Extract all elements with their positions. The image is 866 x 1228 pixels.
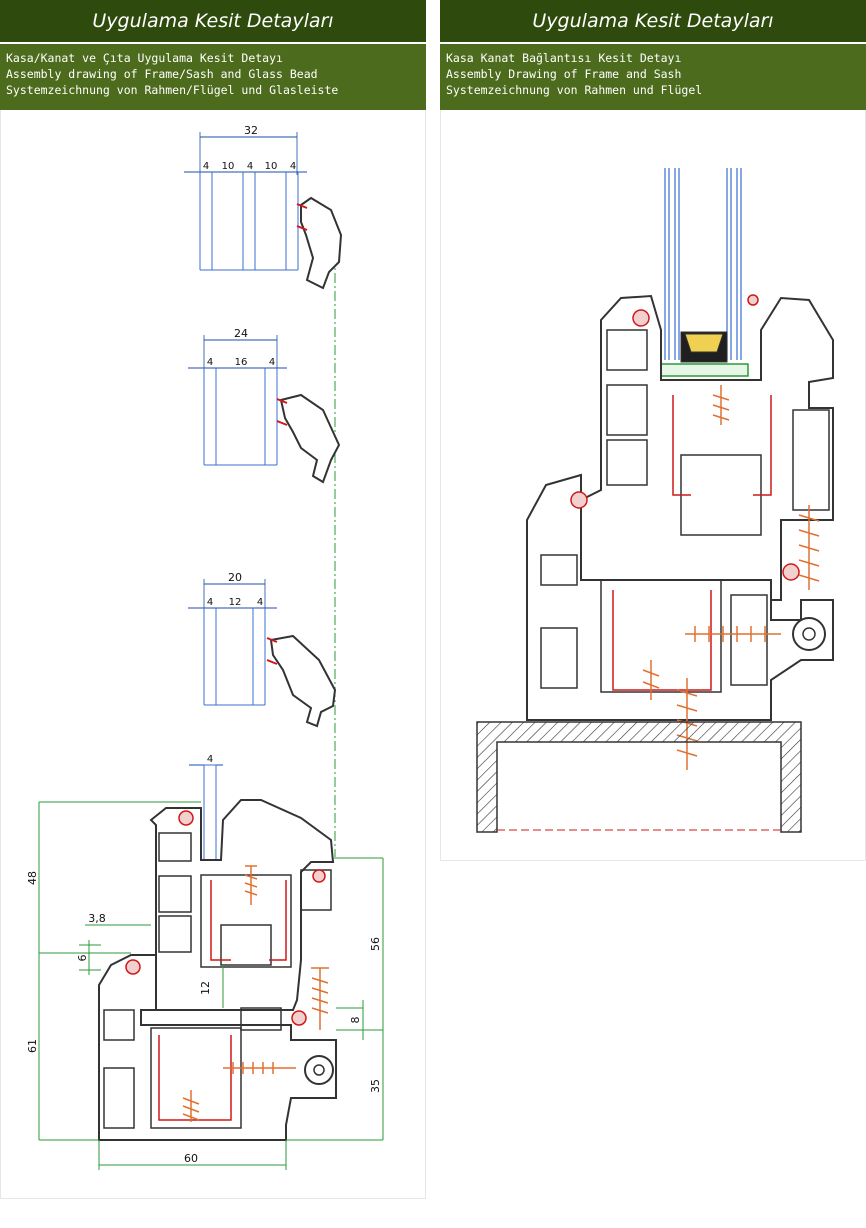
- dim-label-48: 48: [26, 871, 39, 885]
- dim-label-12: 12: [199, 981, 212, 995]
- dim-label-8: 8: [349, 1017, 362, 1024]
- left-subtitle-de: Systemzeichnung von Rahmen/Flügel und Gl…: [6, 83, 339, 97]
- left-subtitle-en: Assembly drawing of Frame/Sash and Glass…: [6, 67, 318, 81]
- right-subtitle-tr: Kasa Kanat Bağlantısı Kesit Detayı: [446, 51, 682, 65]
- glass-bead-profile-1: [300, 196, 343, 290]
- dim-label-glass3-p3: 4: [257, 597, 263, 608]
- left-drawing-canvas: 32 4 10 4 10 4: [0, 110, 426, 1199]
- wall-sill-section: [476, 721, 802, 833]
- gaskets: [125, 810, 326, 1026]
- frame-sash-section: 4: [26, 754, 384, 1170]
- left-subtitle-bar: Kasa/Kanat ve Çıta Uygulama Kesit Detayı…: [0, 44, 426, 110]
- left-drawing: 32 4 10 4 10 4: [26, 124, 384, 1170]
- glass-pane-4: [203, 764, 217, 864]
- dim-label-60: 60: [184, 1152, 198, 1165]
- dim-label-24: 24: [234, 327, 248, 340]
- dimension-lines: [38, 801, 384, 1170]
- dim-label-glass1-p3: 4: [247, 161, 253, 172]
- dim-label-glass1-p1: 4: [203, 161, 209, 172]
- glass-bead-profile-2: [279, 393, 341, 484]
- glass-bead-profile-3: [269, 634, 337, 728]
- dim-label-20: 20: [228, 571, 242, 584]
- right-drawing: [476, 168, 834, 833]
- dim-label-glass2-p3: 4: [269, 357, 275, 368]
- glass-bead-gasket-3: [266, 637, 278, 665]
- glass-bead-gasket-1: [296, 203, 308, 231]
- dim-label-61: 61: [26, 1039, 39, 1053]
- sash-reinforcement: [210, 880, 287, 961]
- insulated-glass-unit: [664, 168, 742, 360]
- frame-reinforcement: [612, 590, 712, 691]
- dim-label-glass1-p2: 10: [222, 161, 235, 172]
- left-title: Uygulama Kesit Detayları: [92, 10, 334, 32]
- dim-label-glass1-p4: 10: [265, 161, 278, 172]
- glass-bead-gasket-2: [276, 398, 288, 426]
- frame-reinforcement: [158, 1035, 232, 1121]
- desiccant: [684, 333, 724, 353]
- right-title: Uygulama Kesit Detayları: [532, 10, 774, 32]
- left-subtitle-tr: Kasa/Kanat ve Çıta Uygulama Kesit Detayı: [6, 51, 283, 65]
- dim-label-32: 32: [244, 124, 258, 137]
- glass-section-32: 32 4 10 4 10 4: [184, 124, 343, 290]
- left-title-bar: Uygulama Kesit Detayları: [0, 0, 426, 44]
- dim-label-glass1-p5: 4: [290, 161, 296, 172]
- screws: [182, 865, 329, 1122]
- dim-label-glass3-p2: 12: [229, 597, 242, 608]
- right-subtitle-de: Systemzeichnung von Rahmen und Flügel: [446, 83, 703, 97]
- right-subtitle-bar: Kasa Kanat Bağlantısı Kesit Detayı Assem…: [440, 44, 866, 110]
- right-subtitle-en: Assembly Drawing of Frame and Sash: [446, 67, 682, 81]
- dim-label-glass2-p1: 4: [207, 357, 213, 368]
- dim-label-glass2-p2: 16: [235, 357, 248, 368]
- sash-profile: [140, 799, 335, 1011]
- gaskets: [570, 294, 800, 581]
- glass-section-24: 24 4 16 4: [188, 327, 341, 484]
- sash-reinforcement: [672, 395, 772, 496]
- dim-label-glass4: 4: [207, 754, 213, 765]
- right-panel: Uygulama Kesit Detayları Kasa Kanat Bağl…: [440, 0, 866, 861]
- dim-label-3-8: 3,8: [88, 912, 106, 925]
- dim-label-glass3-p1: 4: [207, 597, 213, 608]
- right-title-bar: Uygulama Kesit Detayları: [440, 0, 866, 44]
- setting-block: [655, 363, 749, 377]
- dim-label-6: 6: [76, 955, 89, 962]
- left-panel: Uygulama Kesit Detayları Kasa/Kanat ve Ç…: [0, 0, 426, 1200]
- dim-label-56: 56: [369, 937, 382, 951]
- right-drawing-canvas: [440, 110, 866, 861]
- dim-label-35: 35: [369, 1079, 382, 1093]
- glass-section-20: 20 4 12 4: [188, 571, 337, 728]
